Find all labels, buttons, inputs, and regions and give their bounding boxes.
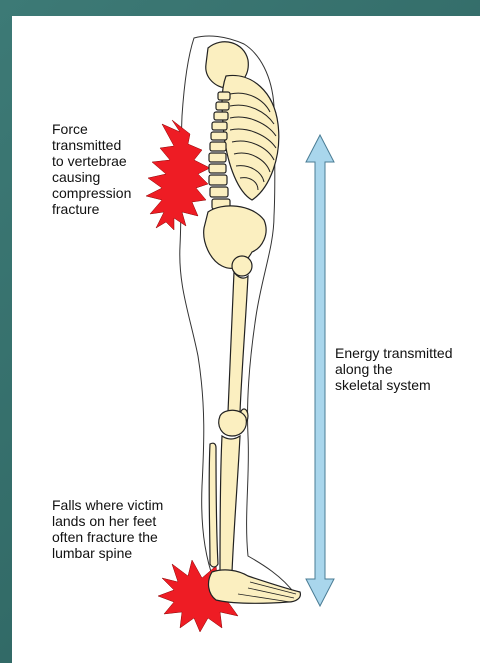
foot (209, 570, 301, 603)
knee-joint (219, 410, 247, 436)
force-annotation: Force transmitted to vertebrae causing c… (52, 121, 182, 217)
falls-annotation: Falls where victim lands on her feet oft… (52, 497, 192, 561)
energy-annotation: Energy transmitted along the skeletal sy… (335, 345, 480, 393)
tibia (220, 436, 240, 575)
skeleton-figure (12, 16, 480, 663)
skeleton (204, 42, 301, 604)
figure-frame: Force transmitted to vertebrae causing c… (12, 16, 480, 663)
femur (228, 272, 248, 418)
double-headed-arrow-icon (306, 135, 334, 606)
fibula (209, 443, 218, 567)
